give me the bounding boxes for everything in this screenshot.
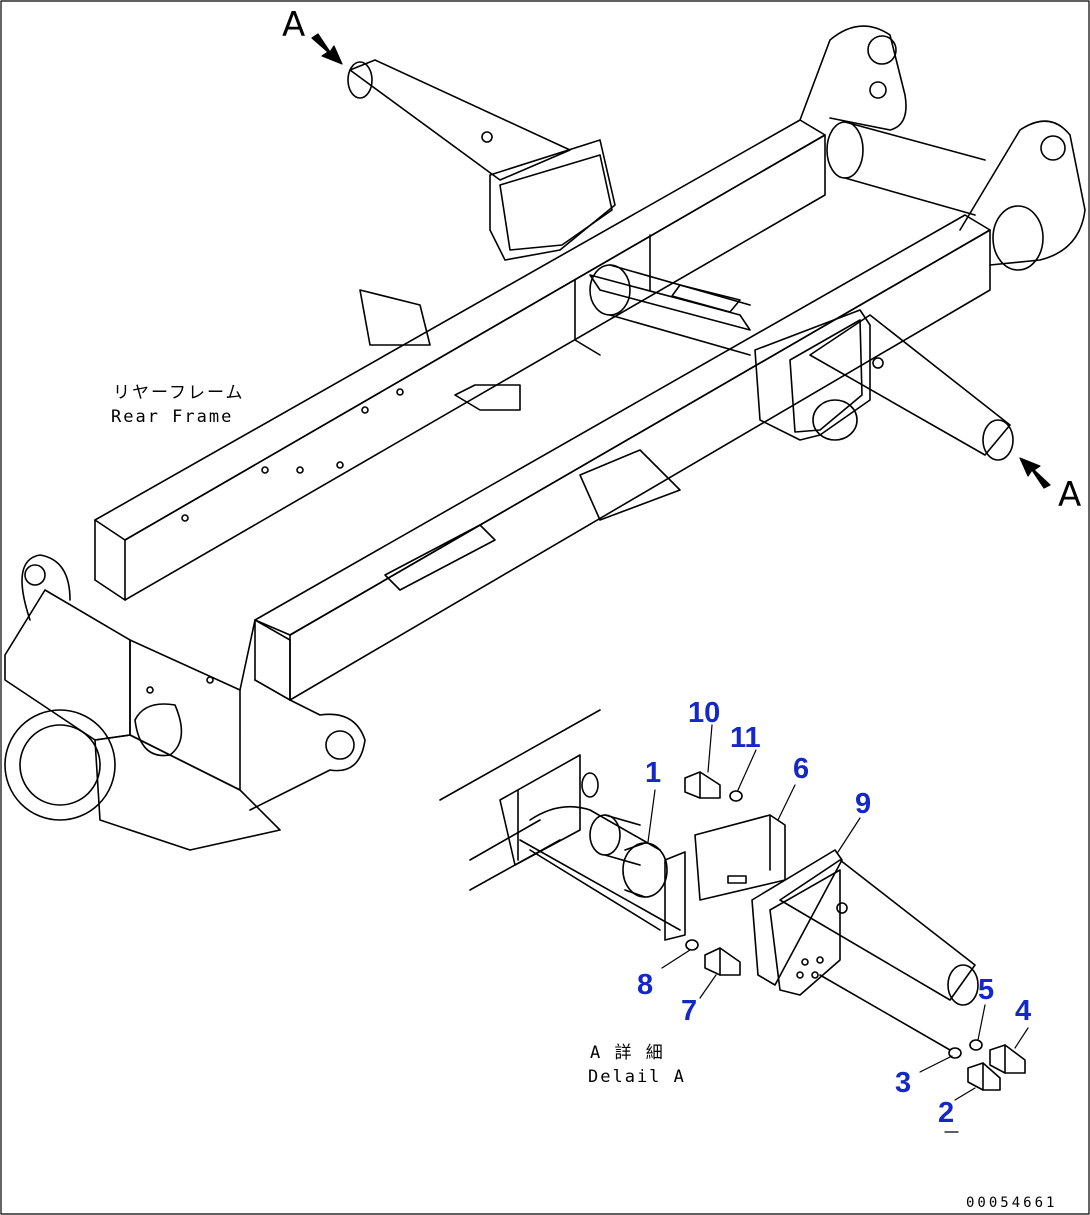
detail-a-label-jp: A 詳 細 (590, 1043, 665, 1063)
view-marker-a-top: A (282, 5, 306, 45)
callout-9: 9 (855, 788, 872, 820)
rear-frame-label-en: Rear Frame (111, 407, 234, 427)
bolt-7 (704, 947, 741, 976)
callout-8: 8 (637, 969, 654, 1001)
detail-a-drawing (439, 709, 1029, 1133)
bolt-10 (684, 771, 721, 799)
washer-3 (948, 1047, 962, 1059)
drawing-number: 00054661 (966, 1195, 1058, 1211)
rear-frame-label-jp: リヤーフレーム (113, 383, 245, 403)
washer-5 (969, 1039, 983, 1051)
detail-a-label-en: Delail A (588, 1067, 686, 1087)
view-marker-a-right: A (1058, 475, 1082, 515)
bolt-2 (967, 1062, 1001, 1091)
callout-11: 11 (730, 722, 761, 754)
callout-5: 5 (978, 974, 995, 1006)
callout-2: 2 (938, 1097, 955, 1129)
view-arrow-top (311, 33, 343, 65)
washer-11 (729, 790, 743, 802)
callout-7: 7 (681, 995, 698, 1027)
callout-10: 10 (688, 697, 721, 729)
callout-1: 1 (645, 757, 662, 789)
leader-lines (647, 724, 1029, 1133)
rear-frame-drawing (4, 25, 1086, 851)
bolt-4 (989, 1044, 1026, 1074)
callout-4: 4 (1015, 995, 1032, 1027)
callout-6: 6 (793, 753, 810, 785)
view-arrow-right (1019, 457, 1051, 489)
callout-3: 3 (895, 1067, 912, 1099)
washer-8 (685, 939, 699, 951)
